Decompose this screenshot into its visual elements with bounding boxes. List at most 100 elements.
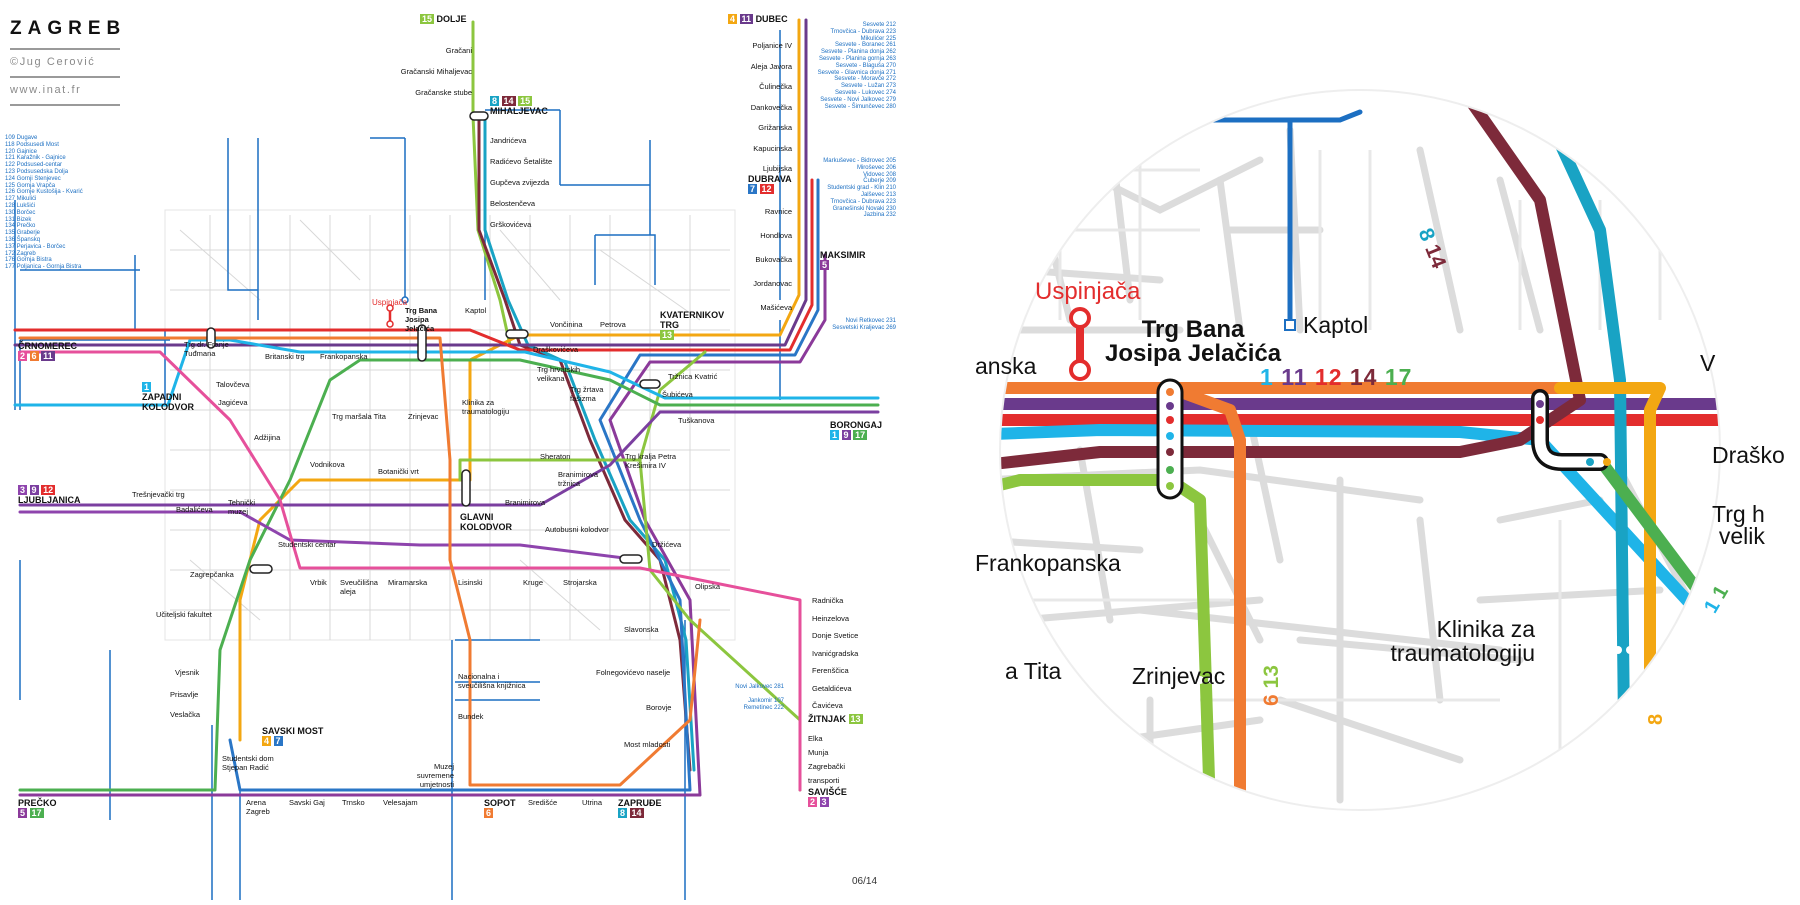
station-label[interactable]: Radićevo Šetalište bbox=[490, 157, 553, 166]
station-label[interactable]: Zrinjevac bbox=[408, 412, 439, 421]
station-label[interactable]: Talovčeva bbox=[216, 380, 250, 389]
station-label[interactable]: Most mladosti bbox=[624, 740, 671, 749]
station-label[interactable]: Mašićeva bbox=[760, 303, 792, 312]
station-label[interactable]: Trg dr. Franje Tuđmana bbox=[184, 340, 229, 358]
station-label[interactable]: Šubićeva bbox=[662, 390, 693, 399]
terminal-zitnjak[interactable]: ŽITNJAK 13 bbox=[808, 714, 863, 724]
station-label[interactable]: Heinzelova bbox=[812, 613, 850, 623]
station-label[interactable]: Branimirova bbox=[505, 498, 546, 507]
station-label[interactable]: Zagrepčanka bbox=[190, 570, 234, 579]
terminal-dubrava[interactable]: DUBRAVA 7 12 bbox=[748, 174, 792, 194]
station-label[interactable]: Gračanske stube bbox=[415, 88, 472, 97]
station-label[interactable]: Belostenčeva bbox=[490, 199, 536, 208]
station-label[interactable]: Miramarska bbox=[388, 578, 428, 587]
station-label[interactable]: Olipska bbox=[695, 582, 721, 591]
station-label[interactable]: Ljubijska bbox=[762, 164, 792, 173]
station-label[interactable]: Čulinečka bbox=[759, 82, 792, 91]
station-label[interactable]: Ravnice bbox=[764, 207, 792, 216]
zoom-funicular-label[interactable]: Uspinjača bbox=[1035, 278, 1141, 305]
station-label[interactable]: Frankopanska bbox=[320, 352, 368, 361]
station-label[interactable]: Gračanski Mihaljevac bbox=[400, 67, 472, 76]
station-label[interactable]: Folnegovićevo naselje bbox=[596, 668, 671, 677]
station-label[interactable]: Strojarska bbox=[563, 578, 597, 587]
station-label[interactable]: Središće bbox=[528, 798, 558, 807]
station-label[interactable]: Kapucinska bbox=[753, 143, 792, 153]
zoom-frankopanska-label[interactable]: Frankopanska bbox=[975, 550, 1121, 576]
station-label[interactable]: Sheraton bbox=[540, 452, 571, 461]
station-label[interactable]: Gračani bbox=[445, 46, 472, 55]
station-label[interactable]: Savski Gaj bbox=[289, 798, 325, 807]
station-label[interactable]: Britanski trg bbox=[265, 352, 305, 361]
station-label[interactable]: Badalićeva bbox=[176, 505, 213, 514]
zoom-main-station[interactable]: Trg Bana Josipa Jelačića bbox=[1105, 318, 1281, 366]
station-label[interactable]: Adžijina bbox=[254, 433, 281, 442]
station-label[interactable]: Velesajam bbox=[383, 798, 418, 807]
terminal-sopot[interactable]: SOPOT 6 bbox=[484, 798, 516, 818]
station-label[interactable]: Borovje bbox=[646, 703, 672, 712]
station-label[interactable]: Nacionalna i sveučilišna knjižnica bbox=[458, 672, 526, 690]
zoom-kaptol-label[interactable]: Kaptol bbox=[1303, 312, 1369, 338]
terminal-mihaljevac[interactable]: 8 14 15 MIHALJEVAC bbox=[490, 96, 548, 116]
station-label[interactable]: Veslačka bbox=[170, 710, 201, 719]
terminal-borongaj[interactable]: BORONGAJ 1 9 17 bbox=[830, 420, 883, 440]
station-label[interactable]: Trešnjevački trg bbox=[132, 490, 185, 499]
zoom-zrinjevac-label[interactable]: Zrinjevac bbox=[1132, 663, 1226, 689]
station-label[interactable]: Jagićeva bbox=[218, 398, 248, 407]
station-label[interactable]: Studentski dom Stjepan Radić bbox=[222, 754, 274, 772]
station-label[interactable]: Bukovačka bbox=[755, 255, 792, 264]
station-label[interactable]: Sveučilišna aleja bbox=[340, 578, 378, 596]
terminal-savisce[interactable]: SAVIŠĆE 2 3 bbox=[808, 787, 847, 807]
terminal-savski-most[interactable]: SAVSKI MOST 4 7 bbox=[262, 726, 324, 746]
station-label[interactable]: Jordanovac bbox=[753, 279, 792, 288]
station-label[interactable]: Kruge bbox=[523, 578, 544, 587]
station-label[interactable]: Slavonska bbox=[624, 625, 659, 634]
terminal-ljubljanica[interactable]: 3 9 12 LJUBLJANICA bbox=[18, 485, 81, 505]
zoom-detail[interactable]: Uspinjača Trg Bana Josipa Jelačića Kapto… bbox=[900, 0, 1800, 900]
station-label[interactable]: Tehnički muzej bbox=[228, 498, 256, 516]
terminal-glavni[interactable]: GLAVNI KOLODVOR bbox=[460, 512, 513, 532]
station-label[interactable]: Hondlova bbox=[760, 231, 792, 240]
terminal-maksimir[interactable]: MAKSIMIR 5 bbox=[820, 250, 866, 270]
station-label[interactable]: Lisinski bbox=[458, 578, 483, 587]
station-label[interactable]: Kaptol bbox=[465, 306, 487, 315]
station-label[interactable]: Grižanska bbox=[758, 123, 792, 132]
station-label[interactable]: Muzej suvremene umjetnosti bbox=[416, 762, 454, 789]
terminal-zapadni[interactable]: 1 ZAPADNI KOLODVOR bbox=[142, 382, 195, 412]
station-label[interactable]: Vončinina bbox=[550, 320, 583, 329]
station-label[interactable]: Trg žrtava fašizma bbox=[570, 385, 604, 403]
station-label[interactable]: Donje Svetice bbox=[812, 631, 859, 640]
station-label[interactable]: Utrina bbox=[582, 798, 603, 807]
kaptol-stop-icon[interactable] bbox=[1284, 319, 1296, 331]
station-label[interactable]: Trnsko bbox=[342, 798, 365, 807]
station-label[interactable]: Čavićeva bbox=[812, 701, 843, 710]
station-label[interactable]: Grškovićeva bbox=[490, 220, 532, 229]
station-label[interactable]: Botanički vrt bbox=[378, 467, 419, 476]
station-label[interactable]: Radnička bbox=[812, 596, 844, 605]
station-label[interactable]: Učiteljski fakultet bbox=[156, 610, 212, 619]
station-label[interactable]: Branimirova tržnica bbox=[558, 470, 599, 488]
terminal-dolje[interactable]: 15 DOLJE bbox=[420, 14, 467, 24]
station-label[interactable]: Bundek bbox=[458, 712, 484, 721]
station-label[interactable]: Držićeva bbox=[652, 540, 682, 549]
network-map[interactable]: ZAGREB ©Jug Cerović www.inat.fr 15 DOLJE… bbox=[0, 0, 900, 900]
station-label[interactable]: Tržnica Kvatrić bbox=[668, 372, 718, 381]
terminal-dubec[interactable]: 4 11 DUBEC bbox=[728, 14, 788, 24]
station-label[interactable]: Ferenščica bbox=[812, 666, 849, 675]
funicular-label[interactable]: Uspinjača bbox=[372, 298, 408, 307]
station-label[interactable]: Ivanićgradska bbox=[812, 648, 859, 658]
station-label[interactable]: Trg maršala Tita bbox=[332, 412, 386, 421]
station-label[interactable]: Gupčeva zvijezda bbox=[490, 178, 550, 187]
terminal-crnomerec[interactable]: ČRNOMEREC 2 6 11 bbox=[18, 341, 78, 361]
station-label[interactable]: Arena Zagreb bbox=[246, 798, 270, 816]
station-label[interactable]: Trg hrvatskih velikana bbox=[537, 365, 581, 383]
station-label[interactable]: Getaldićeva bbox=[812, 683, 852, 693]
terminal-precko[interactable]: PREČKO 5 17 bbox=[18, 798, 57, 818]
station-label[interactable]: Autobusni kolodvor bbox=[545, 525, 609, 534]
funicular-icon[interactable] bbox=[1069, 307, 1091, 381]
zoom-klinika-label[interactable]: Klinika za traumatologiju bbox=[1390, 616, 1535, 666]
station-label[interactable]: Aleja Javora bbox=[750, 61, 792, 71]
station-label[interactable]: Poljanice IV bbox=[752, 41, 792, 50]
station-label[interactable]: Trg kralja Petra Krešimira IV bbox=[625, 452, 676, 470]
station-label[interactable]: Vodnikova bbox=[310, 460, 345, 469]
station-label[interactable]: Prisavlje bbox=[170, 690, 199, 699]
